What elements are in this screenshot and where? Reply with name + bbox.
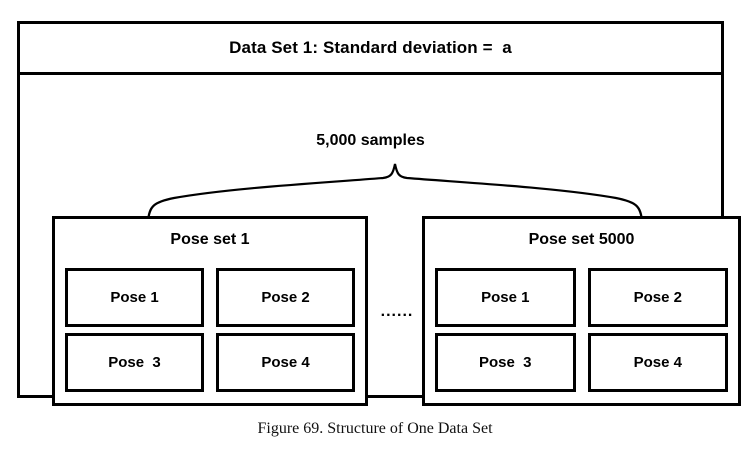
- pose-label: Pose 3: [108, 354, 161, 371]
- pose-label: Pose 2: [633, 289, 682, 306]
- pose-label: Pose 4: [261, 354, 310, 371]
- pose-label: Pose 4: [633, 354, 682, 371]
- pose-grid: Pose 1 Pose 2 Pose 3 Pose 4: [435, 268, 728, 392]
- pose-box: Pose 4: [587, 333, 728, 392]
- pose-set-5000: Pose set 5000 Pose 1 Pose 2 Pose 3 Pose …: [422, 216, 741, 406]
- pose-box: Pose 2: [587, 268, 728, 327]
- pose-set-title: Pose set 5000: [528, 231, 635, 248]
- pose-set-ellipsis: ......: [380, 303, 414, 320]
- curly-brace-up-icon: [140, 162, 650, 224]
- pose-label: Pose 3: [478, 354, 532, 371]
- pose-set-title: Pose set 1: [170, 231, 250, 248]
- pose-box: Pose 2: [216, 268, 355, 327]
- pose-label: Pose 1: [481, 289, 530, 306]
- data-set-frame: Data Set 1: Standard deviation = a 5,000…: [17, 21, 741, 406]
- pose-grid: Pose 1 Pose 2 Pose 3 Pose 4: [65, 268, 355, 392]
- pose-box: Pose 3: [65, 333, 204, 392]
- pose-box: Pose 4: [216, 333, 355, 392]
- pose-box: Pose 1: [65, 268, 204, 327]
- figure-caption: Figure 69. Structure of One Data Set: [257, 420, 493, 437]
- samples-count-label: 5,000 samples: [316, 132, 425, 149]
- pose-box: Pose 3: [435, 333, 576, 392]
- pose-label: Pose 2: [261, 289, 310, 306]
- pose-box: Pose 1: [435, 268, 576, 327]
- data-set-title: Data Set 1: Standard deviation = a: [229, 38, 512, 57]
- pose-label: Pose 1: [110, 289, 159, 306]
- pose-set-1: Pose set 1 Pose 1 Pose 2 Pose 3 Pose 4: [52, 216, 368, 406]
- data-set-title-bar: Data Set 1: Standard deviation = a: [20, 24, 721, 75]
